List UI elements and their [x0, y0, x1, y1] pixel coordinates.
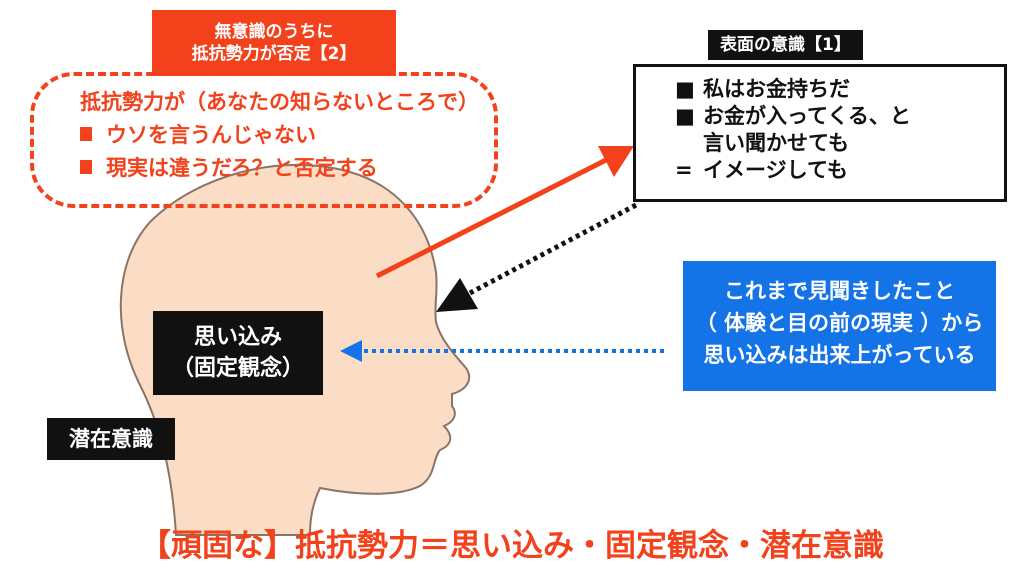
red-callout-label: 無意識のうちに 抵抗勢力が否定【2】 [152, 10, 396, 76]
bottom-statement: 【頑固な】抵抗勢力＝思い込み・固定観念・潜在意識 [140, 528, 884, 564]
surface-line-text: イメージしても [703, 158, 848, 182]
surface-line: = イメージしても [675, 157, 911, 184]
surface-text: ■ 私はお金持ちだ ■ お金が入ってくる、と 言い聞かせても = イメージしても [675, 76, 911, 184]
blue-line3: 思い込みは出来上がっている [703, 343, 976, 367]
blue-line1: これまで見聞きしたこと [724, 279, 955, 303]
mind-line1: 思い込み [193, 325, 282, 350]
mind-box: 思い込み （固定観念） [153, 311, 323, 395]
red-arrow-head [598, 146, 634, 177]
surface-line: ■ 私はお金持ちだ [675, 76, 911, 103]
blue-line2: （ 体験と目の前の現実 ）から [695, 311, 984, 335]
red-item: 現実は違うだろ？と否定する [80, 152, 479, 185]
red-arrow-line [375, 156, 610, 279]
blue-dotted-arrow-head [340, 340, 362, 362]
surface-line-text: 言い聞かせても [703, 131, 849, 155]
red-callout-text: 抵抗勢力が（あなたの知らないところで） ウソを言うんじゃない 現実は違うだろ？と… [80, 86, 479, 185]
surface-box [633, 64, 1007, 202]
surface-line: ■ お金が入ってくる、と [675, 103, 911, 130]
subconscious-box: 潜在意識 [47, 418, 175, 460]
surface-line-text: お金が入ってくる、と [703, 104, 911, 128]
red-bullet-icon [80, 127, 92, 141]
red-label-line2: 抵抗勢力が否定【2】 [191, 44, 357, 64]
black-dotted-arrow-head [436, 278, 478, 312]
square-bullet-icon: ■ [675, 104, 695, 128]
red-item-text: ウソを言うんじゃない [106, 123, 316, 147]
red-label-line1: 無意識のうちに [214, 22, 334, 42]
surface-line-text: 私はお金持ちだ [703, 77, 850, 101]
equals-symbol: = [675, 158, 693, 182]
red-intro: 抵抗勢力が（あなたの知らないところで） [80, 90, 479, 114]
red-item: ウソを言うんじゃない [80, 119, 479, 152]
red-bullet-icon [80, 160, 92, 174]
red-dashed-bubble [30, 72, 498, 208]
mind-line2: （固定観念） [171, 356, 304, 381]
square-bullet-icon: ■ [675, 77, 695, 101]
surface-label: 表面の意識【1】 [708, 30, 863, 60]
red-item-text: 現実は違うだろ？と否定する [106, 156, 378, 180]
blue-callout: これまで見聞きしたこと （ 体験と目の前の現実 ）から 思い込みは出来上がってい… [683, 261, 996, 391]
surface-line: 言い聞かせても [675, 130, 911, 157]
